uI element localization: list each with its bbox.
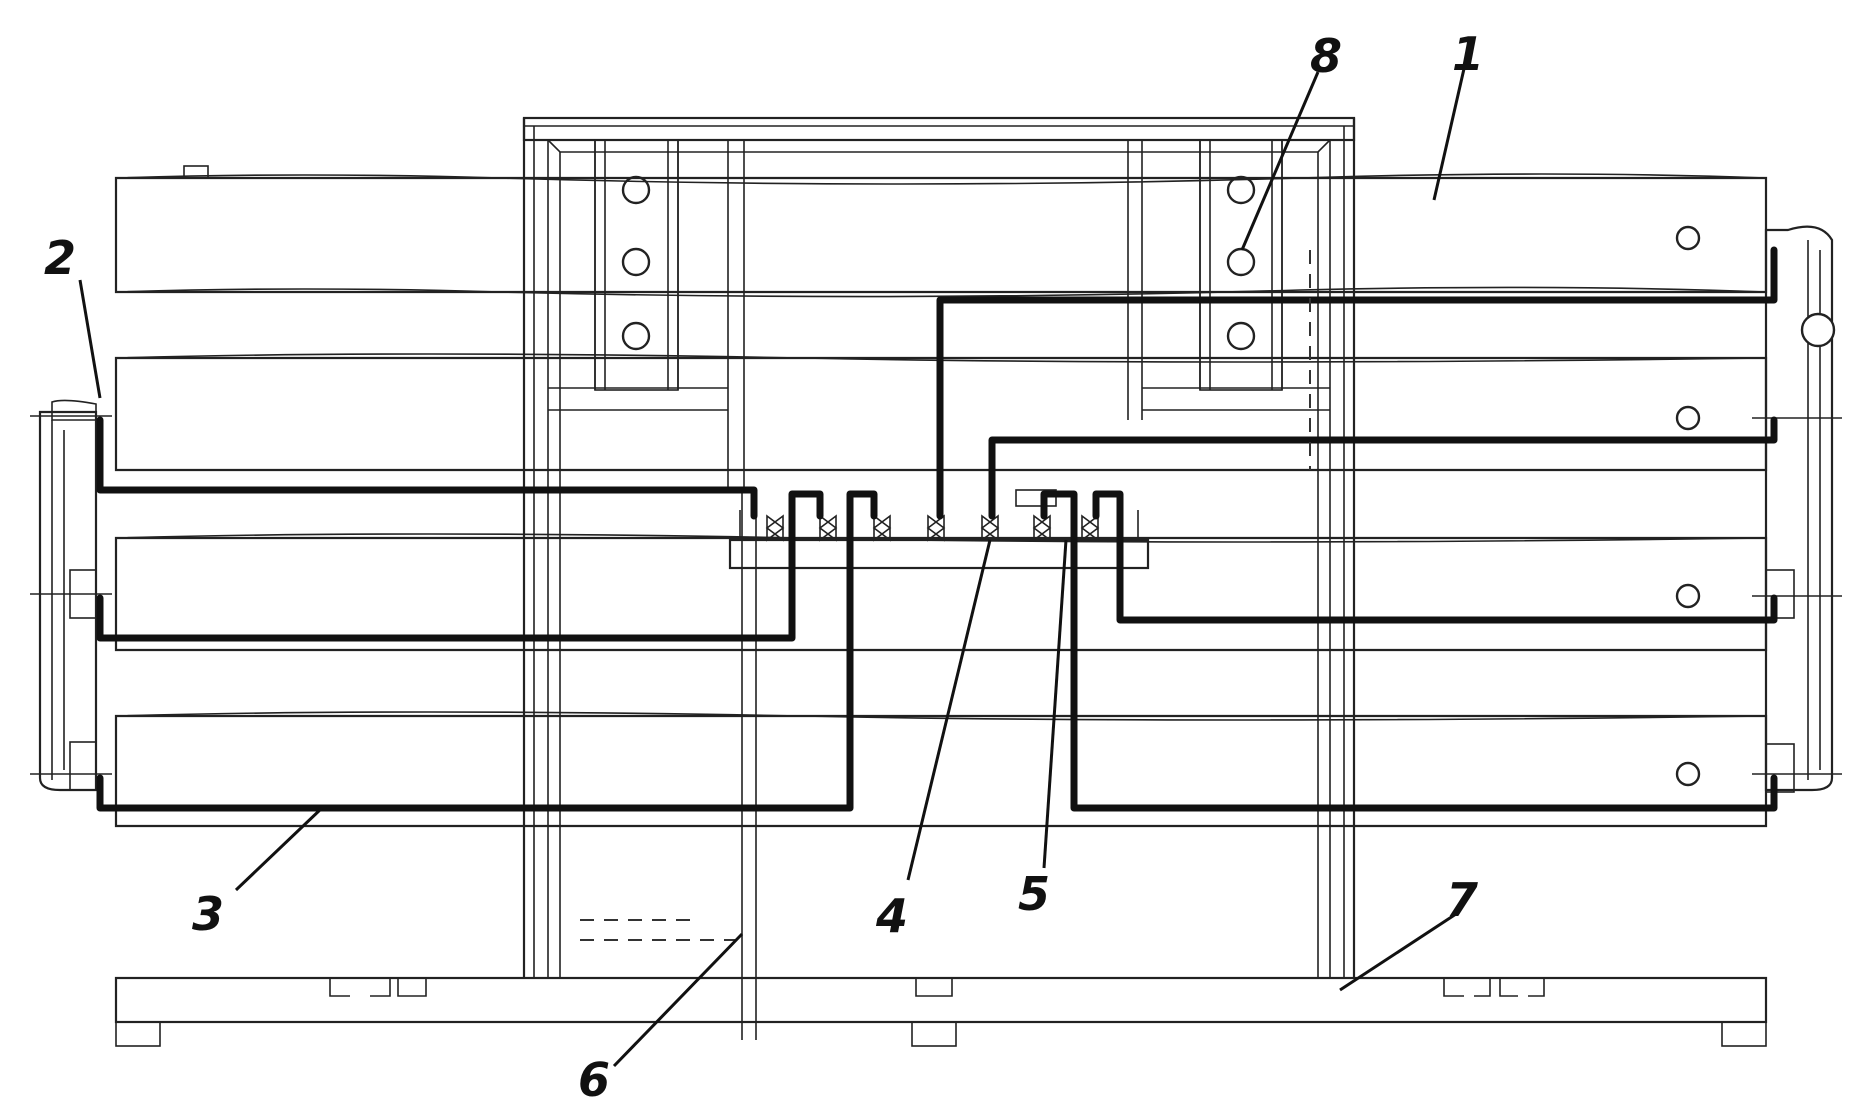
tube-row-3 — [114, 533, 1768, 652]
part-labels: 1 2 3 4 5 6 7 8 — [44, 27, 1484, 1107]
pressure-tube — [114, 176, 1768, 294]
valve-header — [728, 489, 1150, 570]
valve-icon — [818, 514, 838, 542]
frame-gusset — [547, 139, 1331, 153]
label-2: 2 — [44, 231, 76, 285]
valve-icon — [872, 514, 892, 542]
hidden-lines — [580, 250, 1311, 941]
base-beam — [114, 976, 1768, 1024]
header-body — [728, 538, 1150, 570]
mounting-hole — [1226, 247, 1256, 277]
leader-line-6 — [612, 932, 744, 1068]
leader-line-5 — [1042, 539, 1068, 869]
tube-row-4 — [114, 711, 1768, 828]
valve-icon — [765, 514, 785, 542]
base-skid — [114, 976, 1768, 1047]
mounting-hole — [621, 247, 651, 277]
pressure-tube — [114, 536, 1768, 652]
mounting-hole — [1226, 175, 1256, 205]
port-circle — [1800, 312, 1836, 348]
leader-line-7 — [1339, 912, 1457, 992]
mounting-hole — [621, 321, 651, 351]
leader-line-2 — [78, 279, 102, 399]
left-end-connector — [30, 399, 112, 792]
pressure-tube — [114, 714, 1768, 828]
leader-line-3 — [234, 806, 324, 892]
valve-icon — [926, 514, 946, 542]
pipe-line — [96, 490, 824, 642]
port-circle — [1675, 405, 1701, 431]
tube-row-1 — [114, 165, 1768, 298]
right-end-connector — [1752, 225, 1842, 793]
leader-line-4 — [906, 539, 992, 881]
label-3: 3 — [192, 887, 224, 941]
leader-lines — [78, 59, 1468, 1068]
valve-icon — [1032, 514, 1052, 542]
label-1: 1 — [1452, 27, 1484, 81]
leader-line-1 — [1432, 59, 1468, 201]
pipe-line — [1040, 490, 1778, 812]
pipe-line — [1092, 490, 1778, 624]
mounting-holes — [621, 175, 1256, 351]
label-4: 4 — [875, 889, 908, 943]
pipe-line — [936, 246, 1778, 520]
leader-line-8 — [1240, 71, 1320, 251]
frame-top-beam — [522, 116, 1356, 142]
port-circle — [1675, 761, 1701, 787]
port-circle — [1675, 225, 1701, 251]
label-7: 7 — [1446, 873, 1478, 927]
pipe-line — [96, 490, 878, 812]
label-5: 5 — [1018, 867, 1050, 921]
pipe-line — [988, 416, 1778, 520]
label-6: 6 — [578, 1053, 610, 1107]
label-8: 8 — [1310, 29, 1342, 83]
port-circle — [1675, 583, 1701, 609]
valve-icon — [980, 514, 1000, 542]
central-frame — [522, 116, 1356, 1040]
mounting-hole — [1226, 321, 1256, 351]
connecting-pipes — [96, 246, 1778, 812]
pipe-line — [96, 416, 758, 520]
valve-icon — [1080, 514, 1100, 542]
